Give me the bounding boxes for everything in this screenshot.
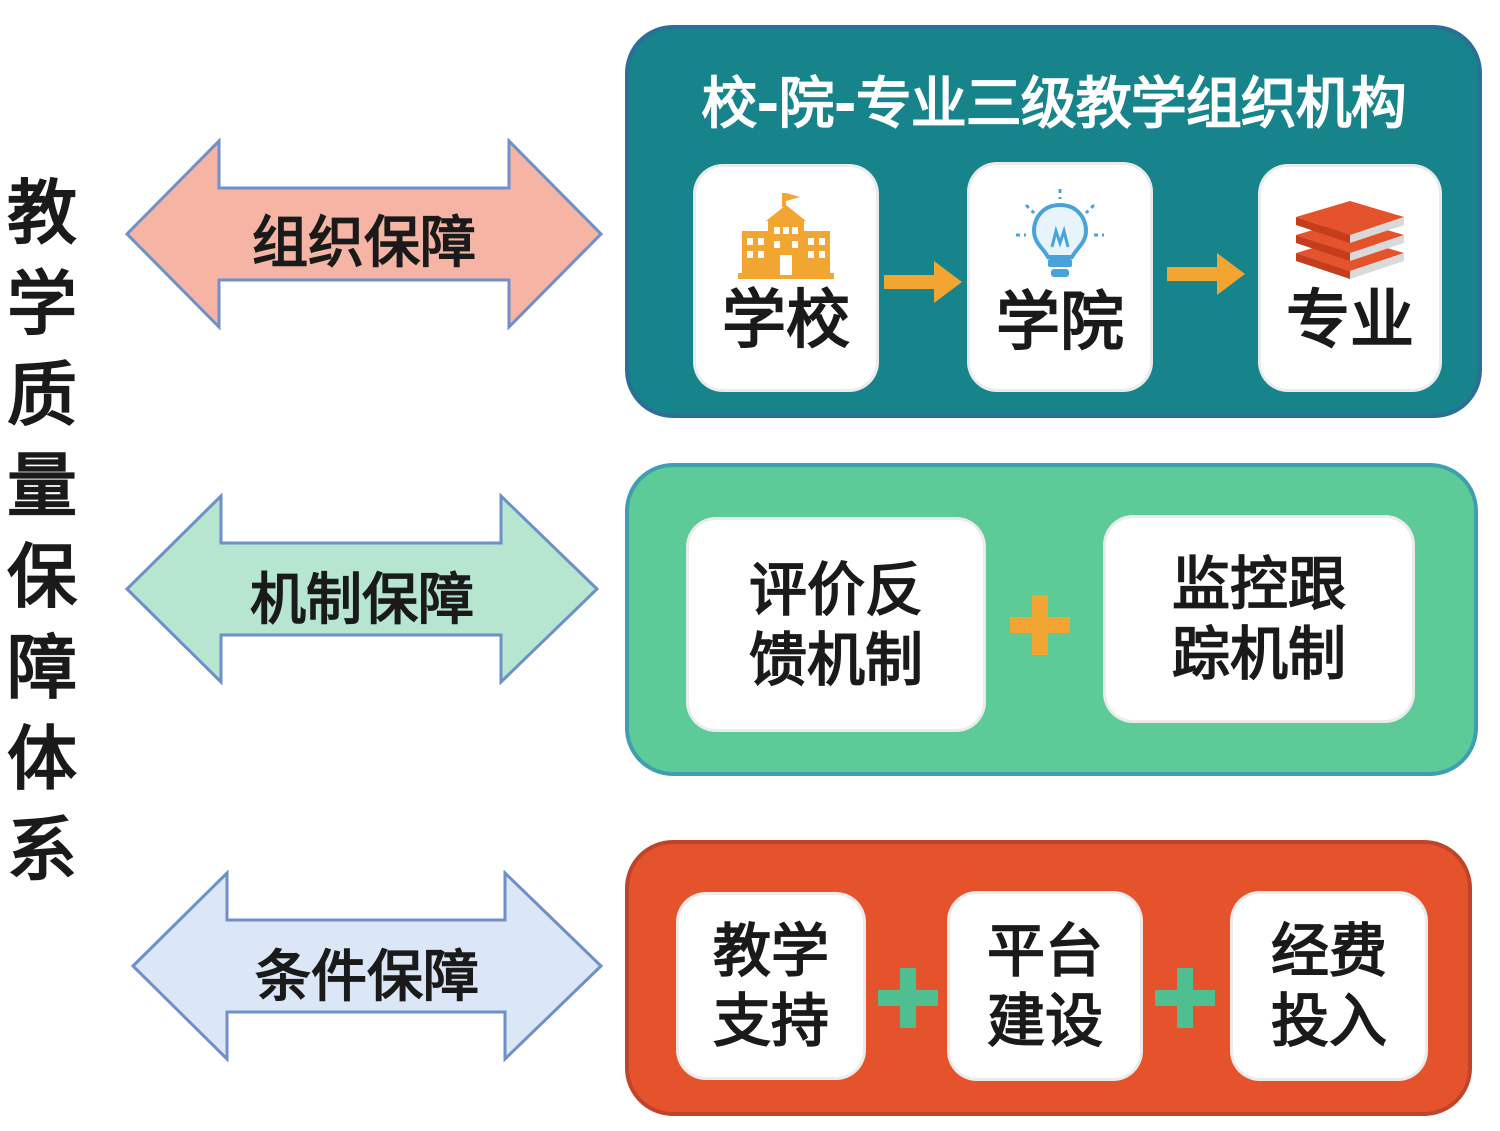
plus-icon [1152, 965, 1218, 1035]
org-panel: 校-院-专业三级教学组织机构 [625, 25, 1482, 418]
card-major: 专业 [1258, 164, 1442, 392]
card-evaluation-feedback-label: 评价反 馈机制 [748, 555, 923, 694]
main-title-char: 质 [7, 354, 77, 436]
double-arrow-icon [124, 493, 600, 685]
card-monitoring-tracking: 监控跟 踪机制 [1103, 515, 1415, 723]
card-funding-input-label: 经费 投入 [1270, 917, 1387, 1055]
school-building-icon [738, 191, 834, 285]
org-panel-title: 校-院-专业三级教学组织机构 [701, 72, 1406, 137]
card-funding-input: 经费 投入 [1230, 891, 1428, 1081]
main-title-char: 教 [7, 172, 77, 254]
card-evaluation-feedback: 评价反 馈机制 [686, 517, 986, 732]
main-title-char: 障 [7, 627, 77, 709]
main-title-char: 系 [7, 809, 77, 891]
double-arrow-icon [124, 138, 604, 330]
right-arrow-icon [884, 259, 964, 309]
card-college: 学院 [967, 162, 1153, 392]
cond-panel: 教学 支持 平台 建设 经费 投入 [625, 840, 1472, 1116]
card-major-label: 专业 [1286, 284, 1414, 358]
plus-icon [875, 965, 941, 1035]
card-platform-construction-label: 平台 建设 [986, 917, 1103, 1055]
main-title-char: 量 [7, 445, 77, 527]
plus-icon [1007, 592, 1073, 662]
cond-double-arrow: 条件保障 [130, 870, 604, 1062]
mech-panel: 评价反 馈机制 监控跟 踪机制 [625, 463, 1478, 776]
org-double-arrow: 组织保障 [124, 138, 604, 330]
org-arrow-label: 组织保障 [252, 211, 476, 276]
card-school-label: 学校 [722, 284, 850, 358]
main-title: 教 学 质 量 保 障 体 系 [0, 168, 84, 896]
card-teaching-support-label: 教学 支持 [712, 917, 829, 1055]
card-monitoring-tracking-label: 监控跟 踪机制 [1171, 550, 1346, 688]
right-arrow-icon [1167, 251, 1247, 301]
main-title-char: 保 [7, 536, 77, 618]
card-college-label: 学院 [996, 286, 1124, 360]
mech-double-arrow: 机制保障 [124, 493, 600, 685]
book-stack-icon [1290, 191, 1410, 285]
main-title-char: 学 [7, 263, 77, 345]
card-teaching-support: 教学 支持 [676, 892, 866, 1080]
cond-arrow-label: 条件保障 [255, 945, 479, 1010]
double-arrow-icon [130, 870, 604, 1062]
mech-arrow-label: 机制保障 [250, 568, 474, 633]
lightbulb-icon [1012, 187, 1108, 287]
card-platform-construction: 平台 建设 [947, 891, 1143, 1081]
main-title-char: 体 [7, 718, 77, 800]
card-school: 学校 [693, 164, 879, 392]
